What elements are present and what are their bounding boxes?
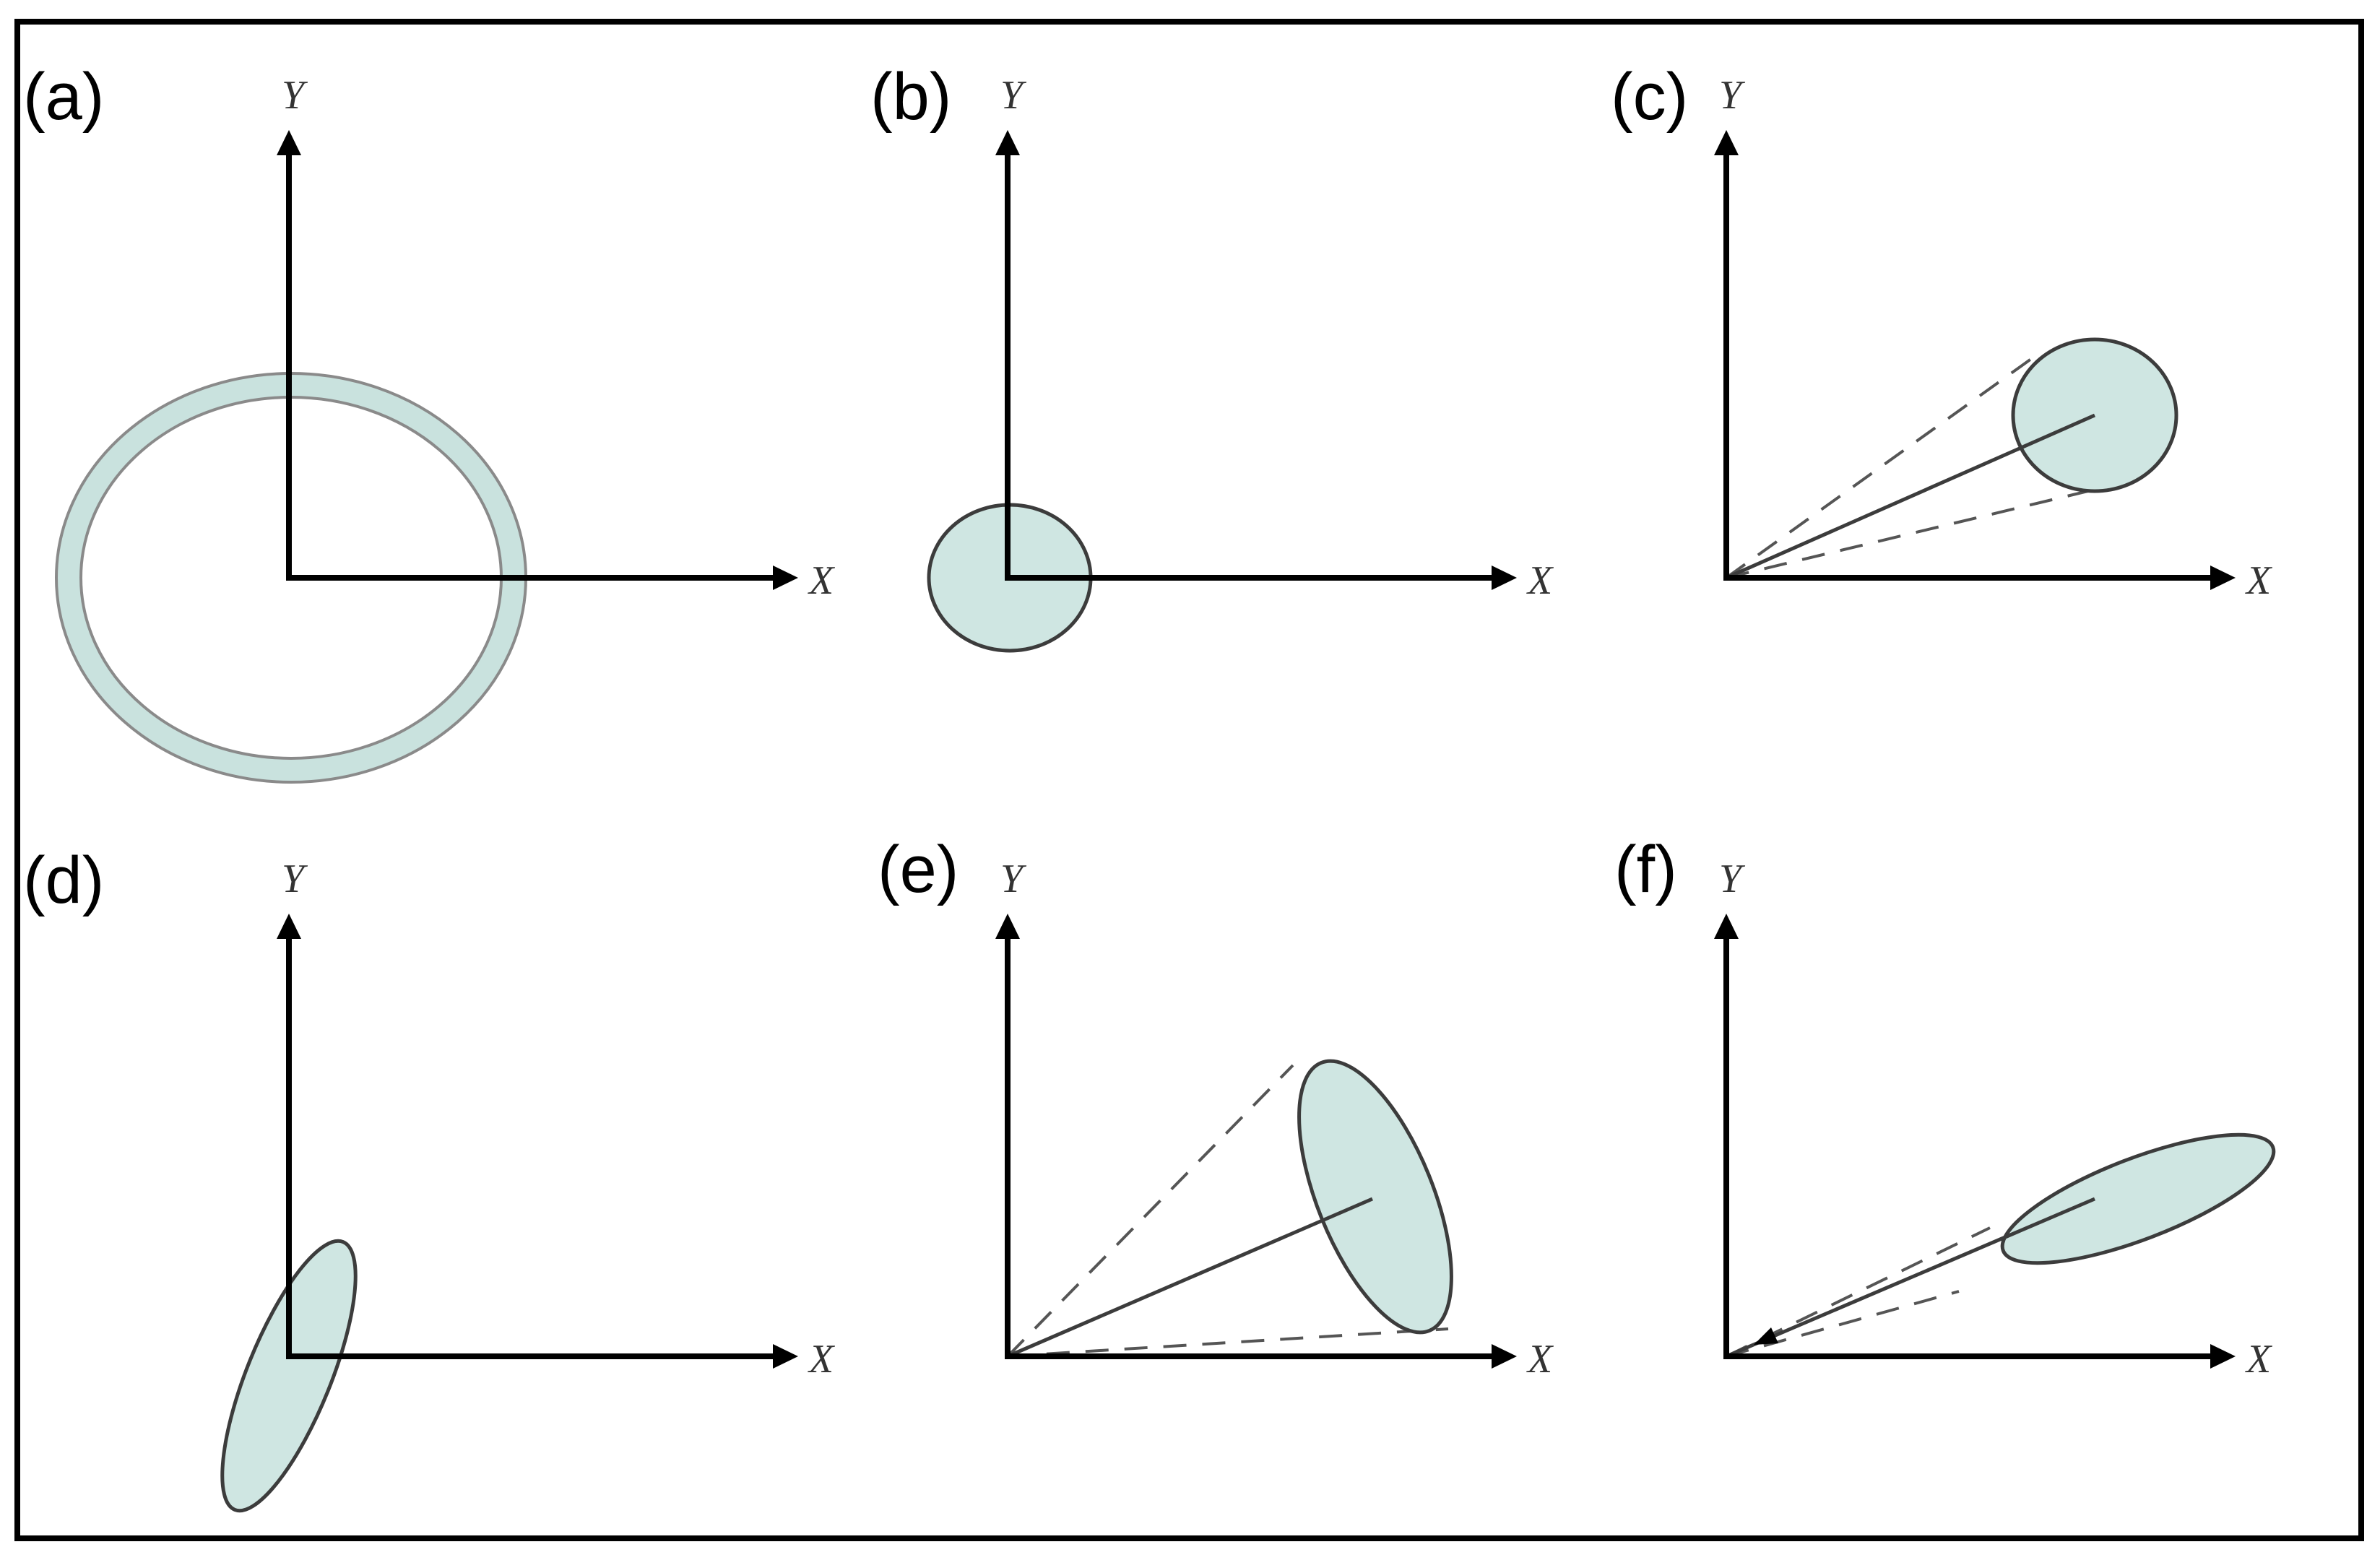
figure-border [14, 19, 2364, 1541]
y-axis-label: Y [282, 73, 308, 118]
panel-d: (d) Y X [23, 844, 836, 1513]
x-axis-label: X [1526, 1337, 1554, 1382]
elongated-ellipse-blob [2000, 1132, 2276, 1265]
panel-f-label: (f) [1614, 833, 1677, 906]
y-axis-arrow-icon [995, 130, 1020, 155]
x-axis-label: X [808, 1337, 836, 1382]
panel-a: (a) Y X [23, 60, 836, 784]
tilted-ellipse-blob [220, 1239, 358, 1513]
panel-d-label: (d) [23, 844, 104, 917]
tangent-line-upper [1725, 358, 2033, 579]
x-axis-label: X [808, 558, 836, 603]
x-axis-arrow-icon [2210, 1344, 2236, 1369]
panel-f: (f) Y X [1614, 833, 2276, 1382]
x-axis-arrow-icon [2210, 566, 2236, 590]
panel-e-label: (e) [878, 833, 959, 906]
panel-e: (e) Y X [878, 833, 1554, 1382]
tangent-line-lower [1726, 1290, 1960, 1358]
x-axis-label: X [2245, 558, 2273, 603]
x-axis-label: X [2245, 1337, 2273, 1382]
x-axis-arrow-icon [1492, 1344, 1517, 1369]
tangent-line-lower [1007, 1327, 1449, 1358]
center-vector [1726, 1197, 2095, 1358]
x-axis-arrow-icon [773, 566, 798, 590]
y-axis-label: Y [1000, 857, 1027, 901]
tangent-line-upper [1006, 1064, 1294, 1358]
tangent-line-lower [1726, 485, 2110, 579]
panel-a-label: (a) [23, 60, 104, 134]
y-axis-arrow-icon [995, 914, 1020, 939]
x-axis-arrow-icon [773, 1344, 798, 1369]
panel-b: (b) Y X [870, 60, 1554, 653]
y-axis-label: Y [1719, 73, 1746, 118]
center-vector [1725, 413, 2096, 580]
y-axis-arrow-icon [277, 130, 301, 155]
tilted-ellipse-blob [1297, 1059, 1453, 1335]
panel-c: (c) Y X [1611, 60, 2273, 603]
panel-c-label: (c) [1611, 60, 1688, 134]
y-axis-label: Y [1000, 73, 1027, 118]
y-axis-arrow-icon [277, 914, 301, 939]
y-axis-arrow-icon [1714, 130, 1739, 155]
vector-arrow-icon [1754, 1327, 1778, 1345]
x-axis-label: X [1526, 558, 1554, 603]
y-axis-label: Y [1719, 857, 1746, 901]
x-axis-arrow-icon [1492, 566, 1517, 590]
panel-b-label: (b) [870, 60, 951, 134]
center-vector [1007, 1197, 1373, 1358]
y-axis-arrow-icon [1714, 914, 1739, 939]
y-axis-label: Y [282, 857, 308, 901]
